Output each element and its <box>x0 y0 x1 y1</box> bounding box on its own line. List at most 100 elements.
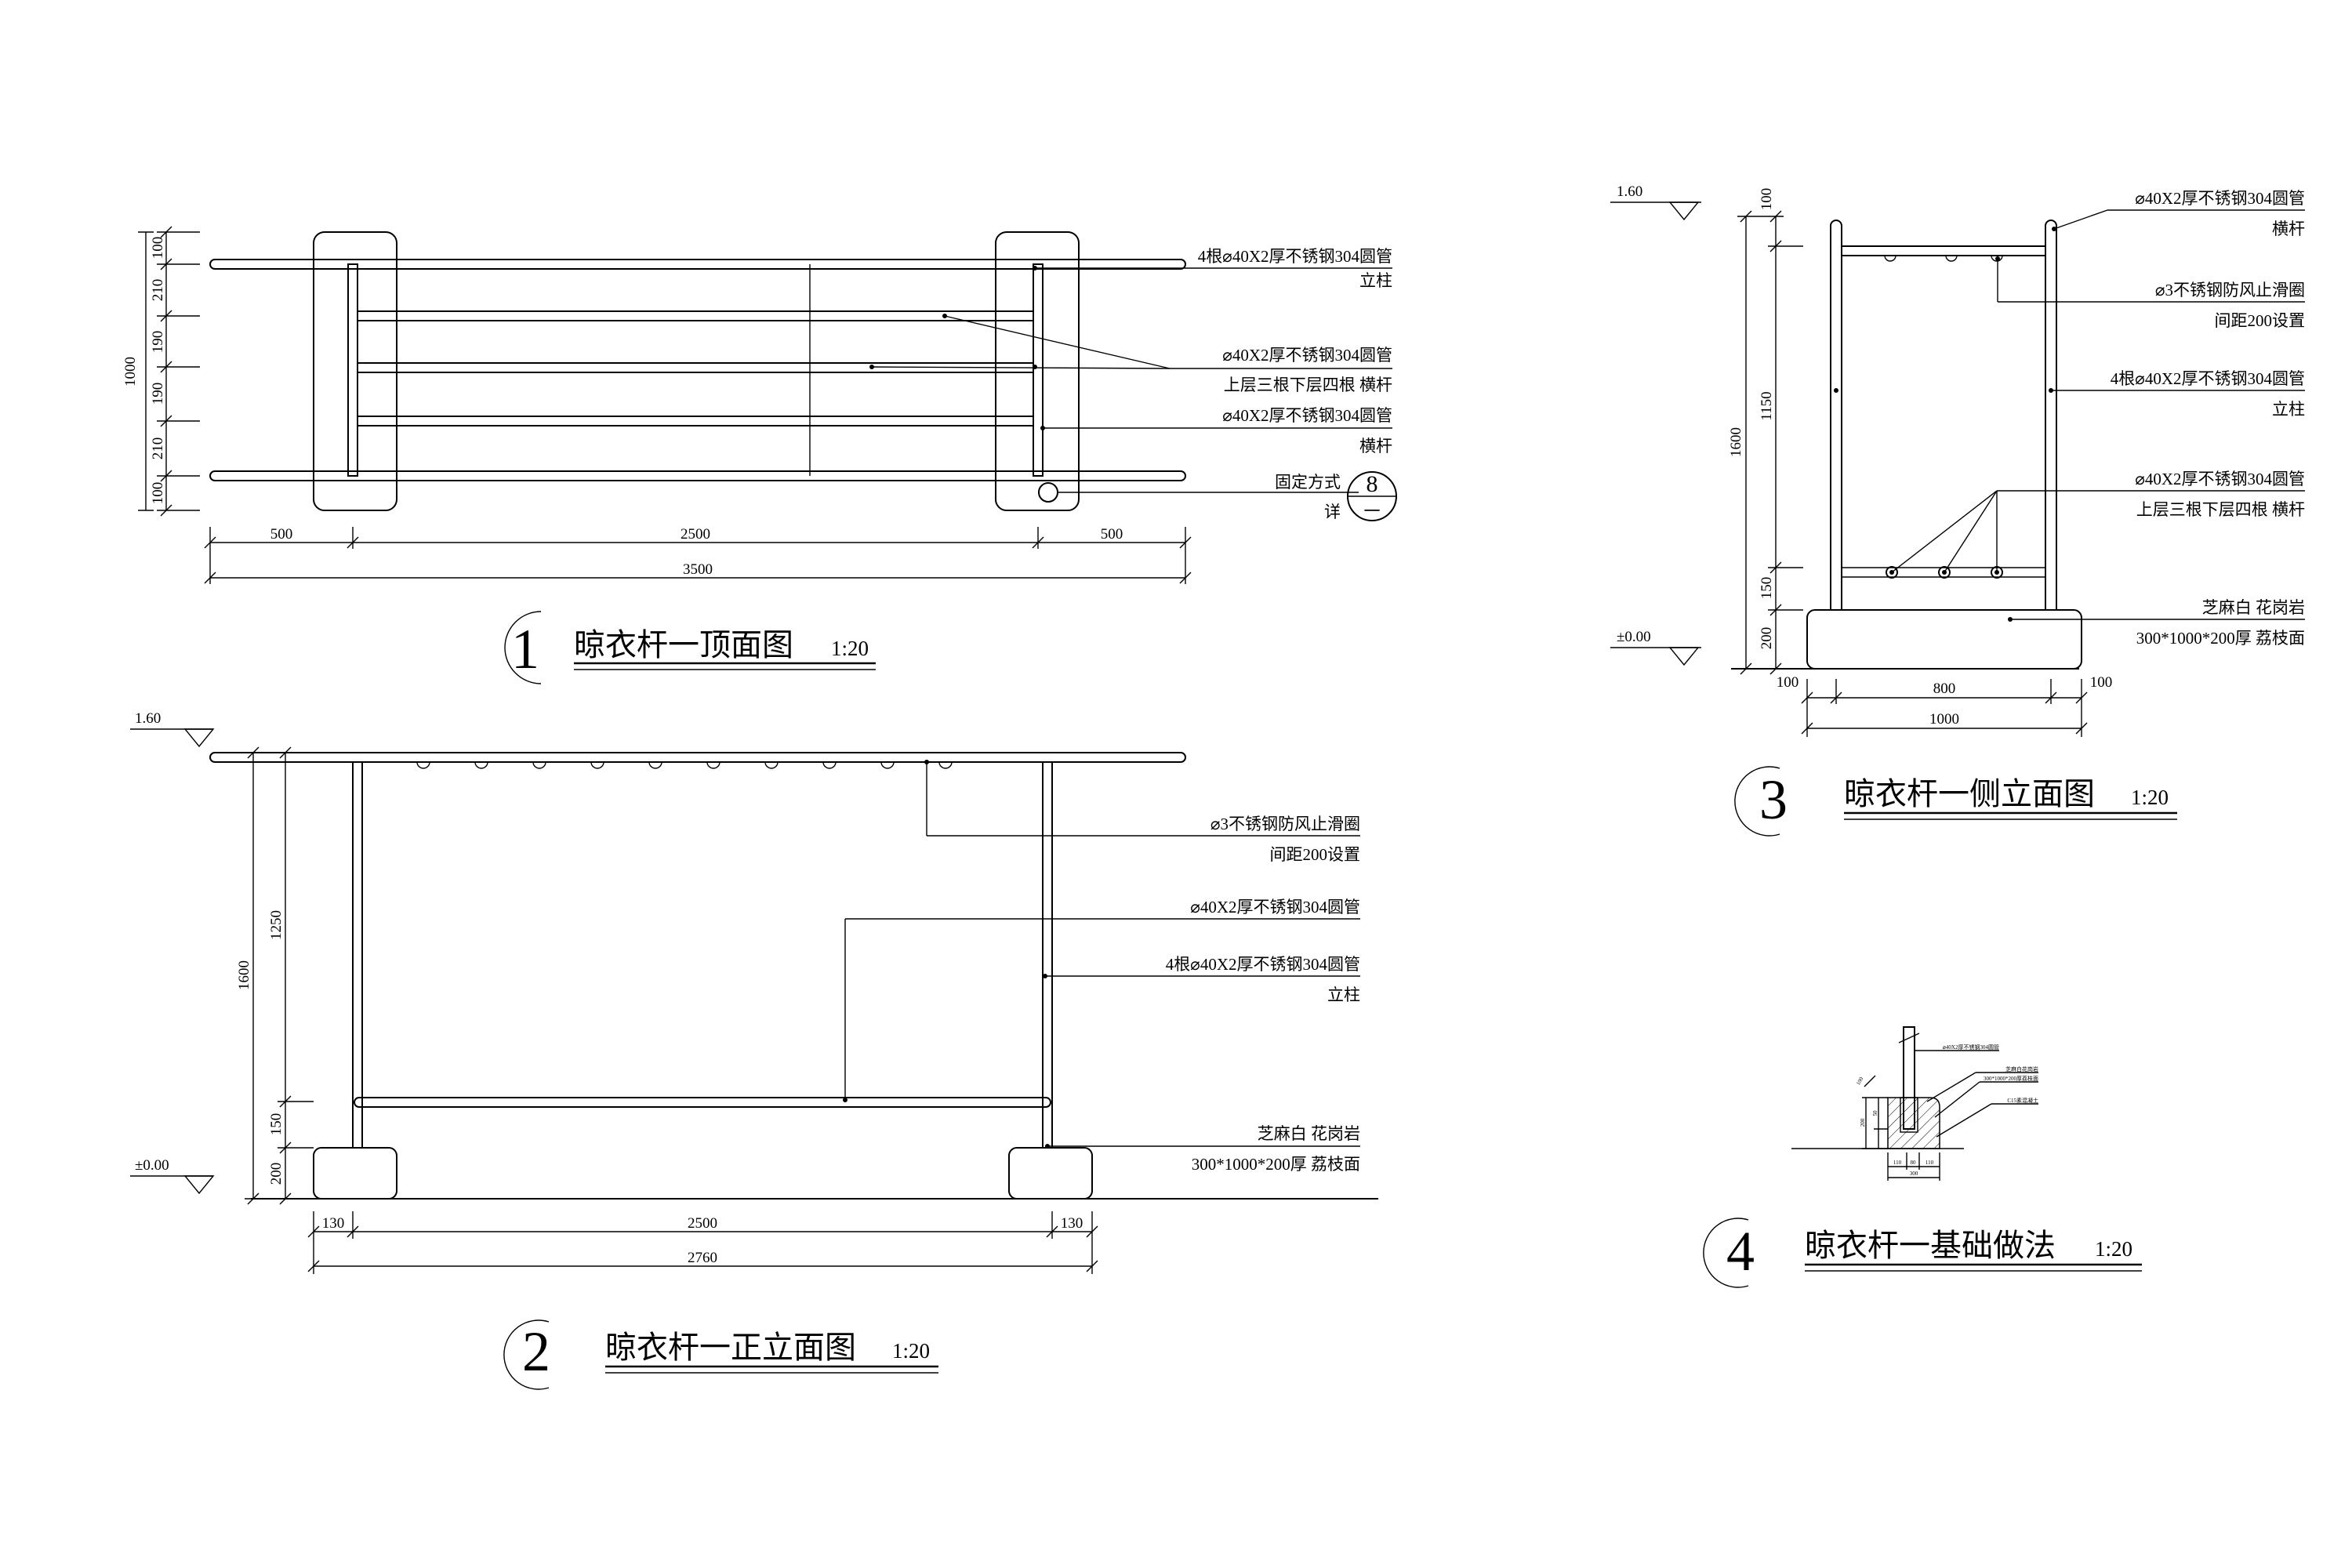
front-right-base <box>1008 1147 1093 1200</box>
side-dim-total: 1600 <box>1728 427 1744 457</box>
front-note-2: 间距200设置 <box>1270 845 1361 864</box>
side-title-text: 晾衣杆一侧立面图 <box>1844 776 2095 811</box>
svg-text:8: 8 <box>1367 471 1378 497</box>
plan-dim-overall: 3500 <box>683 561 713 578</box>
front-leaders <box>843 760 1360 1149</box>
front-title-text: 晾衣杆一正立面图 <box>605 1330 856 1365</box>
base-dim-left <box>1862 1075 1888 1149</box>
side-base <box>1806 609 2082 670</box>
side-dim-left-1: 100 <box>1759 188 1775 211</box>
base-note-4: C15素混凝土 <box>2007 1097 2038 1104</box>
front-dim-left-3: 200 <box>268 1163 285 1185</box>
plan-leaders <box>869 266 1392 493</box>
base-dim-left-3: 50 <box>1872 1110 1878 1116</box>
plan-note-3: ⌀40X2厚不锈钢304圆管 <box>1222 346 1392 365</box>
plan-note-4: 上层三根下层四根 横杆 <box>1224 376 1392 394</box>
side-note-3: ⌀3不锈钢防风止滑圈 <box>2155 281 2305 299</box>
svg-text:一: 一 <box>1364 502 1381 521</box>
front-dim-bottom-2: 2500 <box>688 1215 717 1232</box>
plan-mid-rail-3 <box>357 416 1034 426</box>
side-note-9: 芝麻白 花岗岩 <box>2202 598 2305 617</box>
side-note-8: 上层三根下层四根 横杆 <box>2136 500 2305 519</box>
plan-title: 1 晾衣杆一顶面图 1:20 <box>504 611 876 684</box>
front-title-number: 2 <box>522 1320 550 1383</box>
side-note-10: 300*1000*200厚 荔枝面 <box>2136 629 2305 648</box>
base-title-text: 晾衣杆一基础做法 <box>1805 1228 2056 1263</box>
plan-left-post <box>347 263 358 477</box>
front-dim-left <box>245 746 314 1205</box>
base-dim-bottom-1: 110 <box>1893 1160 1902 1166</box>
front-view: 1.60 ±0.00 <box>130 710 1378 1390</box>
base-view: ⌀40X2厚不锈钢304圆管 芝麻白花岗岩 300*1000*200厚荔枝面 C… <box>1703 1026 2142 1288</box>
front-right-post <box>1042 761 1053 1149</box>
front-elev-top: 1.60 <box>135 710 161 727</box>
base-dim-bottom <box>1887 1152 1940 1181</box>
plan-title-text: 晾衣杆一顶面图 <box>574 627 793 662</box>
front-elev-bottom: ±0.00 <box>135 1157 169 1174</box>
side-ring-2 <box>1945 255 1958 262</box>
base-dim-bottom-3: 110 <box>1926 1160 1934 1166</box>
base-post-sleeve <box>1900 1097 1918 1133</box>
front-dim-bottom <box>307 1211 1098 1274</box>
front-note-1: ⌀3不锈钢防风止滑圈 <box>1210 815 1360 833</box>
plan-note-6: 横杆 <box>1359 437 1392 456</box>
side-right-post <box>2045 220 2057 610</box>
plan-dim-bottom <box>204 527 1192 584</box>
side-dim-left <box>1737 210 1803 675</box>
plan-right-post <box>1033 263 1044 477</box>
base-title: 4 晾衣杆一基础做法 1:20 <box>1703 1218 2142 1288</box>
plan-title-number: 1 <box>511 618 539 681</box>
plan-dim-left <box>138 226 200 517</box>
side-ring-3 <box>1991 255 2003 262</box>
side-dim-bottom-3: 100 <box>2090 674 2113 691</box>
plan-dim-left-4: 190 <box>150 383 166 405</box>
base-title-scale: 1:20 <box>2095 1237 2132 1261</box>
side-view: 1.60 ±0.00 <box>1610 183 2305 837</box>
plan-dim-left-6: 100 <box>150 482 166 505</box>
front-note-3: ⌀40X2厚不锈钢304圆管 <box>1190 898 1360 916</box>
front-dim-total: 1600 <box>236 960 252 990</box>
plan-top-rail <box>209 259 1186 270</box>
plan-dim-left-3: 190 <box>150 331 166 354</box>
base-note-1: ⌀40X2厚不锈钢304圆管 <box>1943 1044 1999 1051</box>
front-dim-bottom-1: 130 <box>322 1215 345 1232</box>
base-break-line <box>1898 1033 1920 1044</box>
side-note-5: 4根⌀40X2厚不锈钢304圆管 <box>2111 369 2305 388</box>
side-dim-left-4: 200 <box>1759 627 1775 650</box>
plan-dim-total: 1000 <box>122 357 139 387</box>
front-bottom-rail <box>354 1097 1051 1108</box>
side-leaders <box>1834 209 2305 622</box>
front-dim-left-2: 150 <box>268 1113 285 1136</box>
base-dim-bottom-2: 80 <box>1911 1160 1917 1166</box>
plan-note-8: 详 <box>1324 503 1341 521</box>
plan-title-scale: 1:20 <box>831 637 869 660</box>
plan-dim-left-2: 210 <box>150 279 166 302</box>
plan-fixing-circle <box>1038 482 1058 503</box>
side-rail-section-1 <box>1886 566 1898 579</box>
front-dim-overall: 2760 <box>688 1250 717 1266</box>
side-elev-bottom: ±0.00 <box>1617 629 1651 645</box>
plan-note-1: 4根⌀40X2厚不锈钢304圆管 <box>1198 247 1392 266</box>
plan-dim-left-5: 210 <box>150 437 166 460</box>
side-dim-left-3: 150 <box>1759 577 1775 600</box>
front-dim-left-1: 1250 <box>268 910 285 940</box>
plan-right-post-base <box>995 231 1080 511</box>
plan-dim-bottom-2: 2500 <box>681 526 710 543</box>
plan-note-7: 固定方式 <box>1275 473 1341 492</box>
side-note-1: ⌀40X2厚不锈钢304圆管 <box>2135 189 2305 208</box>
side-top-crossbar <box>1841 245 2046 256</box>
front-left-post <box>352 761 363 1149</box>
base-leaders <box>1915 1050 2038 1138</box>
base-note-2: 芝麻白花岗岩 <box>2005 1065 2038 1073</box>
side-dim-bottom <box>1801 679 2088 737</box>
base-dim-left-1: 100 <box>1855 1076 1864 1087</box>
front-title-scale: 1:20 <box>892 1339 930 1363</box>
plan-dim-bottom-3: 500 <box>1101 526 1123 543</box>
side-dim-bottom-1: 100 <box>1777 674 1799 691</box>
front-note-7: 300*1000*200厚 荔枝面 <box>1192 1155 1360 1174</box>
front-title: 2 晾衣杆一正立面图 1:20 <box>503 1319 938 1390</box>
side-rail-section-2 <box>1938 566 1951 579</box>
front-left-base <box>313 1147 397 1200</box>
side-note-2: 横杆 <box>2272 220 2305 238</box>
